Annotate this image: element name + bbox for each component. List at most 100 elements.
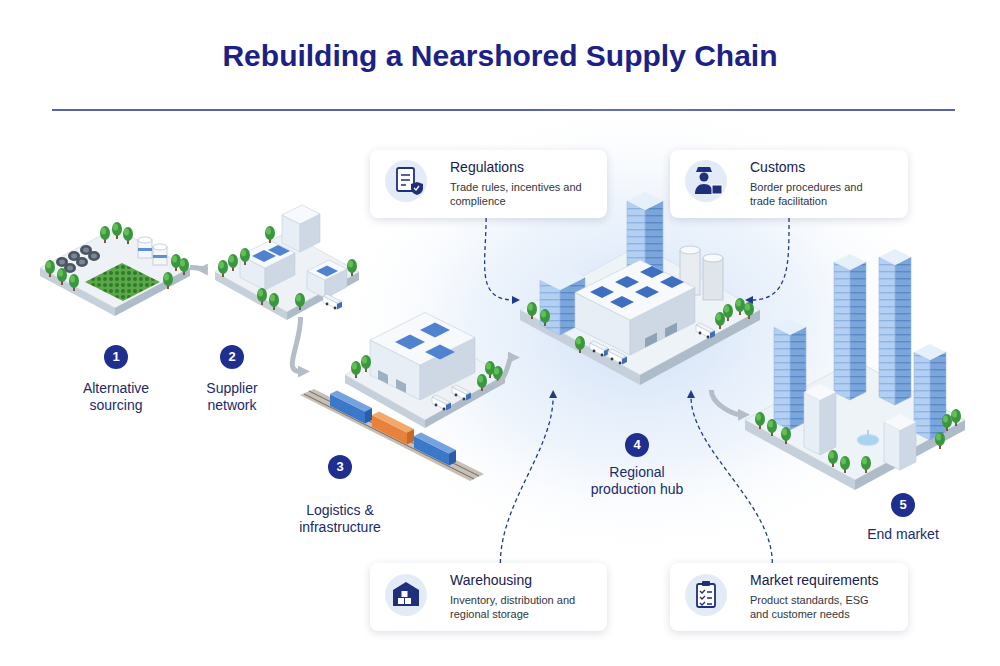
end-market-island — [935, 432, 945, 449]
info-card: CustomsBorder procedures and trade facil… — [670, 150, 908, 218]
containers — [372, 412, 414, 433]
end-market-island — [804, 384, 836, 400]
production-hub-island — [575, 260, 695, 320]
containers — [407, 429, 414, 445]
influence-arrow — [751, 218, 789, 300]
regulations-icon — [401, 175, 410, 185]
end-market-island — [790, 327, 806, 430]
sourcing-island — [153, 244, 167, 250]
influence-arrow — [691, 396, 772, 563]
card-heading: Warehousing — [450, 572, 584, 590]
card-text: RegulationsTrade rules, incentives and c… — [450, 159, 584, 208]
card-text: Market requirementsProduct standards, ES… — [750, 572, 884, 621]
sourcing-island — [45, 260, 55, 277]
regulations-icon — [411, 182, 423, 195]
containers — [330, 391, 456, 466]
production-hub-island — [703, 254, 723, 262]
end-market-island — [900, 422, 916, 470]
warehousing-icon — [405, 598, 411, 604]
warehousing-icon — [393, 582, 419, 606]
sourcing-island — [67, 266, 73, 271]
sourcing-island — [153, 255, 167, 258]
customs-icon — [696, 167, 712, 172]
end-market-island — [850, 262, 866, 400]
end-market-island — [879, 257, 895, 405]
production-hub-island — [735, 298, 745, 315]
customs-icon — [695, 184, 713, 194]
logistics-island — [452, 385, 471, 401]
callout-number: 5 — [891, 493, 915, 517]
supplier-island — [268, 245, 290, 256]
production-hub-island — [575, 336, 585, 353]
sourcing-island — [71, 254, 77, 259]
logistics-island — [432, 395, 451, 411]
sourcing-island — [91, 254, 97, 259]
customs-icon — [700, 173, 709, 182]
end-market-island — [767, 419, 777, 436]
market-requirements-icon — [707, 592, 712, 604]
supplier-island — [323, 294, 342, 310]
end-market-island — [884, 414, 916, 430]
production-hub-island — [680, 246, 700, 254]
stage-label: Supplier network — [195, 380, 269, 414]
production-hub-island — [610, 296, 634, 308]
supplier-island — [240, 241, 295, 269]
end-market-island — [930, 352, 946, 440]
warehousing-icon — [402, 591, 408, 597]
end-market-island — [804, 392, 820, 455]
production-hub-island — [703, 258, 723, 300]
supplier-island — [215, 205, 359, 320]
production-hub-island — [635, 286, 659, 298]
process-stage: 2Supplier network — [215, 222, 360, 317]
card-body: Border procedures and trade facilitation — [750, 180, 884, 209]
supplier-island — [295, 293, 305, 310]
supplier-island — [316, 266, 338, 277]
supplier-island — [269, 293, 279, 310]
end-market-island — [774, 327, 790, 430]
supplier-island — [218, 260, 228, 277]
customs-icon — [685, 160, 727, 202]
containers — [449, 450, 456, 466]
end-market-island — [828, 450, 838, 467]
card-body: Trade rules, incentives and complience — [450, 180, 584, 209]
end-market-island — [951, 409, 961, 426]
stage-label: End market — [851, 526, 955, 543]
end-market-island — [884, 422, 900, 470]
info-card: Market requirementsProduct standards, ES… — [670, 563, 908, 631]
flow-arrow — [711, 390, 740, 415]
logistics-island — [351, 361, 361, 378]
market-requirements-icon — [685, 574, 727, 616]
card-heading: Regulations — [450, 159, 584, 177]
rail-track — [304, 391, 479, 479]
supplier-island — [257, 288, 267, 305]
sourcing-island — [163, 272, 173, 289]
end-market-island — [855, 420, 965, 490]
sourcing-island — [179, 258, 189, 275]
influence-arrow — [500, 396, 553, 563]
stage-label: Regional production hub — [580, 464, 694, 498]
sourcing-island — [123, 227, 133, 244]
sourcing-island — [57, 268, 67, 285]
end-market-island — [820, 392, 836, 455]
production-hub-island — [590, 286, 614, 298]
callout-number: 1 — [104, 345, 128, 369]
logistics-island — [345, 313, 505, 429]
end-market-island — [879, 249, 911, 265]
production-hub-island — [627, 192, 663, 210]
process-stage: 1Alternative sourcing — [40, 225, 190, 310]
process-stage: 4Regional production hub — [520, 210, 745, 390]
card-body: Product standards, ESG and customer need… — [750, 593, 884, 622]
sourcing-island — [59, 260, 65, 265]
card-text: WarehousingInventory, distribution and r… — [450, 572, 584, 621]
flow-arrow — [495, 358, 510, 385]
production-hub-island — [696, 323, 715, 339]
warehousing-icon — [398, 598, 404, 604]
sourcing-island — [40, 222, 190, 316]
market-requirements-icon — [685, 574, 727, 616]
process-stage: 3Logistics & infrastructure — [310, 322, 495, 482]
flow-arrow — [292, 317, 300, 372]
sourcing-island — [138, 237, 152, 243]
